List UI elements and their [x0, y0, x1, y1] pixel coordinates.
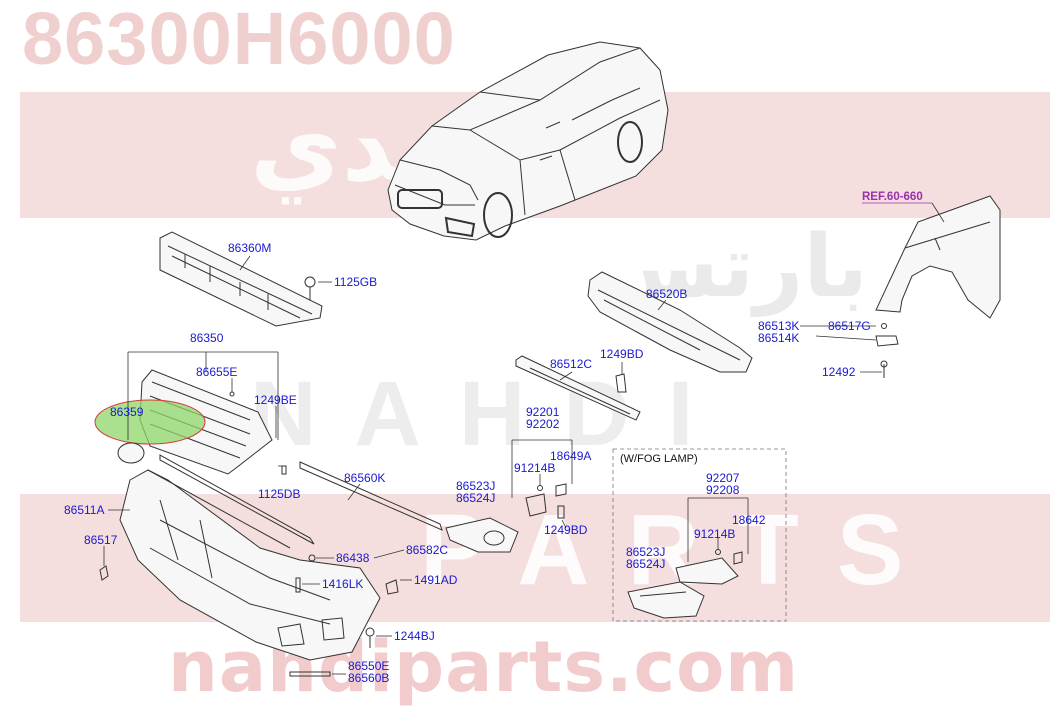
strip-86560k [299, 461, 443, 531]
label-91214b-left[interactable]: 91214B [514, 461, 555, 475]
label-86512c[interactable]: 86512C [550, 357, 592, 371]
bolt-1249bd [615, 373, 627, 393]
label-18642[interactable]: 18642 [732, 513, 766, 527]
radiator-grille [139, 369, 273, 475]
label-92208[interactable]: 92208 [706, 483, 740, 497]
label-91214b-right[interactable]: 91214B [694, 527, 735, 541]
label-86514k[interactable]: 86514K [758, 331, 799, 345]
label-86582c[interactable]: 86582C [406, 543, 448, 557]
label-86550e[interactable]: 86550E [348, 659, 389, 673]
label-92202[interactable]: 92202 [526, 417, 560, 431]
energy-absorber [587, 271, 753, 373]
label-92207[interactable]: 92207 [706, 471, 740, 485]
fog-lamp-left [445, 483, 567, 553]
small-fasteners [99, 465, 399, 677]
label-1249be[interactable]: 1249BE [254, 393, 297, 407]
label-86524j-right[interactable]: 86524J [626, 557, 665, 571]
label-86513k[interactable]: 86513K [758, 319, 799, 333]
fender-bracket [875, 323, 899, 378]
label-86438[interactable]: 86438 [336, 551, 370, 565]
label-86560b[interactable]: 86560B [348, 671, 389, 685]
label-1416lk[interactable]: 1416LK [322, 577, 363, 591]
label-1125db[interactable]: 1125DB [258, 487, 300, 501]
label-86360m[interactable]: 86360M [228, 241, 271, 255]
leader-lines [103, 255, 882, 675]
watermark-latin-brand: NAHDI [250, 363, 732, 465]
label-86523j-left[interactable]: 86523J [456, 479, 495, 493]
label-86359[interactable]: 86359 [110, 405, 144, 419]
part-labels: 86360M 1125GB 86350 86655E 1249BE 86359 … [64, 241, 871, 685]
label-86511a[interactable]: 86511A [64, 503, 104, 517]
lower-strip [515, 355, 641, 421]
car-illustration [387, 41, 669, 241]
label-86524j-left[interactable]: 86524J [456, 491, 495, 505]
fender [875, 195, 1001, 319]
highlighted-emblem[interactable] [94, 399, 206, 445]
bumper-cover [119, 469, 381, 661]
label-86517[interactable]: 86517 [84, 533, 118, 547]
label-1244bj[interactable]: 1244BJ [394, 629, 435, 643]
label-92201[interactable]: 92201 [526, 405, 560, 419]
fog-lamp-box-title: (W/FOG LAMP) [620, 453, 698, 465]
label-86523j-right[interactable]: 86523J [626, 545, 665, 559]
label-86520b[interactable]: 86520B [646, 287, 687, 301]
watermark-part-number: 86300H6000 [22, 0, 456, 80]
label-86560k[interactable]: 86560K [344, 471, 385, 485]
label-1125gb[interactable]: 1125GB [334, 275, 377, 289]
bolt-1125gb [304, 276, 316, 300]
label-12492[interactable]: 12492 [822, 365, 856, 379]
label-18649a[interactable]: 18649A [550, 449, 591, 463]
label-1249bd-top[interactable]: 1249BD [600, 347, 644, 361]
label-86350[interactable]: 86350 [190, 331, 224, 345]
emblem-86359 [117, 442, 145, 464]
label-86517g[interactable]: 86517G [828, 319, 871, 333]
fog-lamp-right [627, 549, 743, 619]
strip-86582c [159, 454, 315, 545]
grille-bracket [159, 231, 323, 327]
reference-label: REF.60-660 [862, 191, 923, 203]
fog-lamp-box [612, 448, 787, 622]
label-86655e[interactable]: 86655E [196, 365, 237, 379]
label-1491ad[interactable]: 1491AD [414, 573, 458, 587]
label-1249bd-bottom[interactable]: 1249BD [544, 523, 588, 537]
